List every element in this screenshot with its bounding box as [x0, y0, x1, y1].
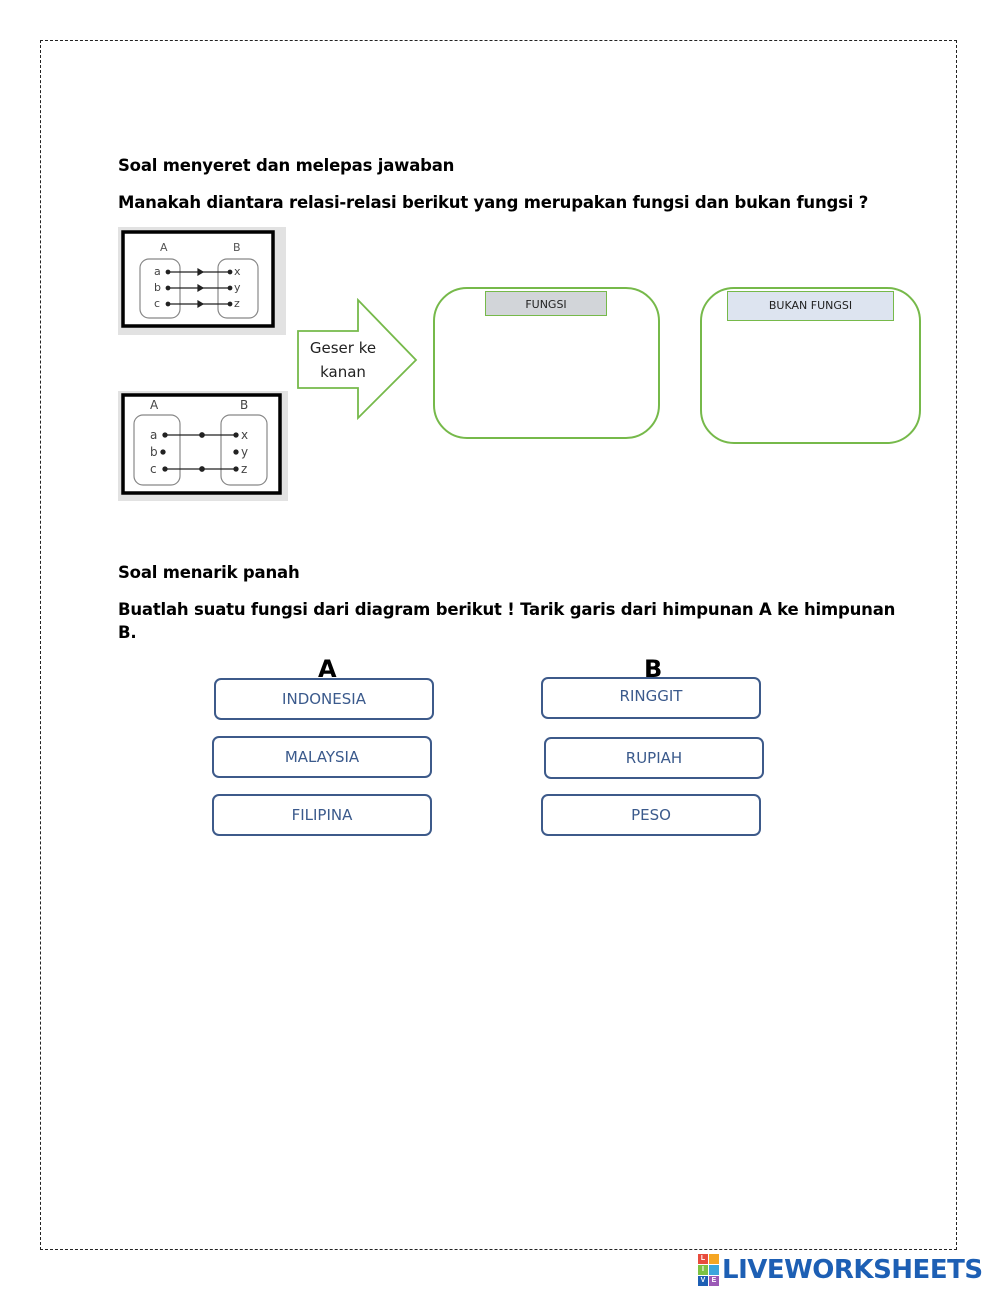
diagram1-codomain-y: y: [234, 281, 241, 294]
diagram2-codomain-y: y: [241, 445, 248, 459]
diagram2-codomain-z: z: [241, 462, 247, 476]
diagram1-domain-a: a: [154, 265, 161, 278]
diagram2-domain-a: a: [150, 428, 157, 442]
match-a-filipina[interactable]: FILIPINA: [212, 794, 432, 836]
section1-title: Soal menyeret dan melepas jawaban: [118, 156, 455, 175]
diagram2-domain-b: b: [150, 445, 158, 459]
relation-diagram-2[interactable]: A B a b c x y z: [118, 391, 288, 501]
diagram2-label-b: B: [240, 398, 248, 412]
diagram2-set-b: [220, 414, 268, 486]
dropzone-fungsi[interactable]: [433, 287, 660, 439]
section2-question-line1: Buatlah suatu fungsi dari diagram beriku…: [118, 600, 896, 619]
diagram1-codomain-x: x: [234, 265, 241, 278]
diagram2-domain-c: c: [150, 462, 157, 476]
match-a-indonesia[interactable]: INDONESIA: [214, 678, 434, 720]
diagram1-label-b: B: [233, 241, 241, 254]
column-b-label: B: [644, 655, 663, 683]
diagram1-mapping-arrows: [165, 267, 233, 309]
match-b-rupiah[interactable]: RUPIAH: [544, 737, 764, 779]
arrow-instruction: Geser ke kanan: [309, 339, 377, 381]
diagram1-codomain-z: z: [234, 297, 240, 310]
diagram1-label-a: A: [160, 241, 168, 254]
section2-title: Soal menarik panah: [118, 563, 300, 582]
section2-question-line2: B.: [118, 623, 137, 642]
column-a-label: A: [318, 655, 337, 683]
diagram1-domain-c: c: [154, 297, 160, 310]
worksheet-frame: [40, 40, 957, 1250]
dropzone-bukan-fungsi-label: BUKAN FUNGSI: [727, 291, 894, 321]
dropzone-fungsi-label: FUNGSI: [485, 291, 607, 316]
section1-question: Manakah diantara relasi-relasi berikut y…: [118, 193, 869, 212]
diagram2-mapping-arrows: [160, 432, 239, 472]
relation-diagram-1[interactable]: A B a b c x y z: [118, 227, 286, 335]
diagram2-codomain-x: x: [241, 428, 248, 442]
match-b-peso[interactable]: PESO: [541, 794, 761, 836]
diagram1-domain-b: b: [154, 281, 161, 294]
logo-mark-icon: L I V E: [698, 1254, 719, 1286]
logo-text: LIVEWORKSHEETS: [722, 1255, 983, 1285]
match-b-ringgit[interactable]: RINGGIT: [541, 677, 761, 719]
diagram2-label-a: A: [150, 398, 159, 412]
liveworksheets-logo: L I V E LIVEWORKSHEETS: [698, 1254, 983, 1286]
drag-right-arrow: [297, 298, 418, 421]
match-a-malaysia[interactable]: MALAYSIA: [212, 736, 432, 778]
diagram2-set-a: [133, 414, 181, 486]
